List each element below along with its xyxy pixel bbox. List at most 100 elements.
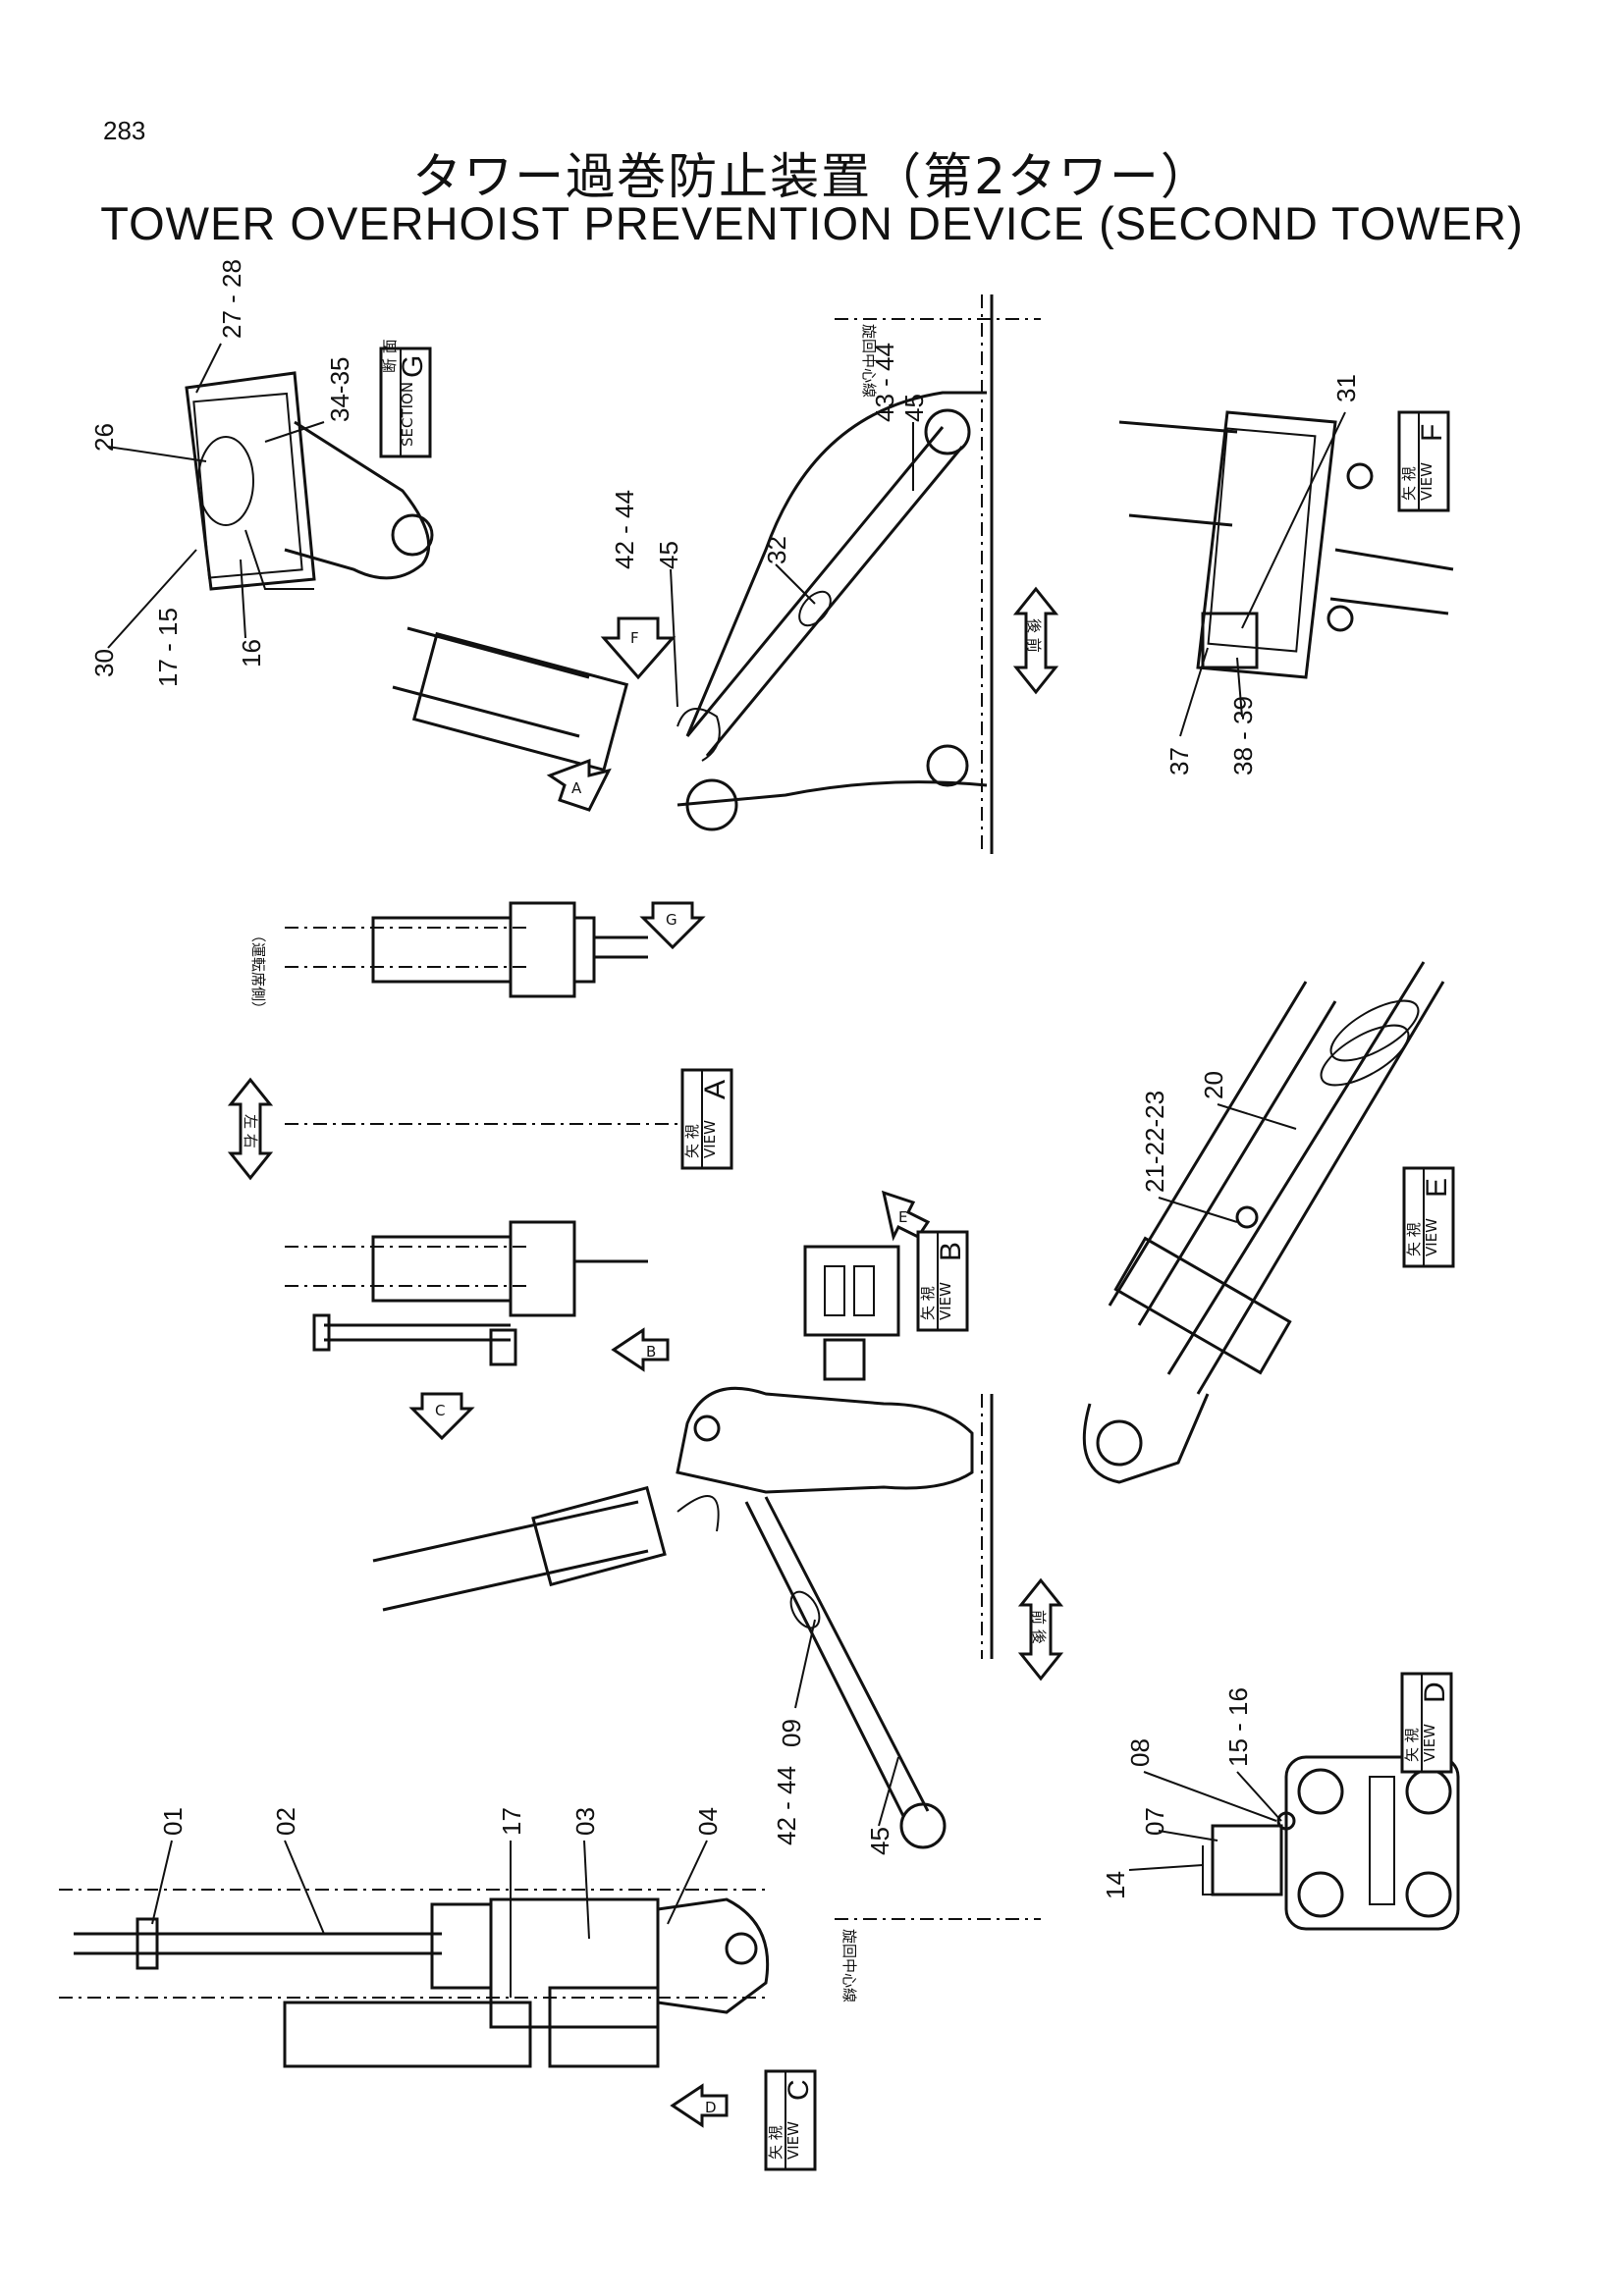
part-label-04: 04 (693, 1807, 723, 1836)
part-label-09: 09 (777, 1719, 806, 1747)
view-b-label: 矢 視 VIEW B (916, 1230, 969, 1332)
swing-center-top: 旋回中心線 (860, 324, 878, 398)
part-label-30: 30 (89, 649, 119, 677)
leader-45-bottom (878, 1756, 899, 1827)
view-f-prefix: 矢 視 (1400, 466, 1418, 501)
leader-27-28 (195, 343, 222, 394)
part-label-20: 20 (1199, 1071, 1228, 1099)
leader-09 (794, 1619, 816, 1709)
direction-arrow-front-rear-top: 後 前 (1012, 586, 1059, 695)
arrow-d: D (670, 2083, 729, 2128)
view-f-label: 矢 視 VIEW F (1397, 410, 1450, 512)
arrow-b: B (611, 1327, 670, 1372)
leader-01 (151, 1840, 173, 1925)
leader-38-39 (1236, 657, 1243, 718)
view-a-letter: A (699, 1080, 731, 1099)
operator-side-note: （運転席側） (249, 928, 267, 1016)
part-label-27-28: 27 - 28 (217, 259, 246, 339)
svg-text:前 後: 前 後 (1030, 1610, 1048, 1644)
view-b-drawing (803, 1245, 900, 1381)
svg-text:F: F (630, 629, 639, 647)
part-label-08: 08 (1125, 1738, 1155, 1767)
svg-text:旋回中心線: 旋回中心線 (860, 324, 878, 398)
part-label-43-44: 43 - 44 (870, 343, 899, 422)
part-label-01: 01 (158, 1807, 188, 1836)
page-title-japanese: タワー過巻防止装置（第2タワー） (412, 148, 1212, 205)
view-d-letter: D (1419, 1682, 1451, 1703)
view-d-sub: VIEW (1421, 1724, 1438, 1762)
leader-07 (1158, 1830, 1218, 1842)
leader-30 (107, 549, 197, 649)
section-g-drawing (185, 371, 434, 591)
part-label-38-39: 38 - 39 (1228, 696, 1258, 775)
svg-text:B: B (646, 1343, 656, 1361)
swing-center-bottom: 旋回中心線 (840, 1929, 858, 2002)
part-label-34-35: 34-35 (325, 357, 354, 423)
arrow-e: E (881, 1190, 931, 1242)
view-d-prefix: 矢 視 (1403, 1728, 1421, 1762)
svg-text:左 右: 左 右 (242, 1114, 259, 1148)
section-g-letter: G (397, 355, 429, 378)
view-c-label: 矢 視 VIEW C (764, 2069, 817, 2171)
part-label-31: 31 (1331, 374, 1361, 402)
middle-assembly-drawing (372, 1386, 994, 1849)
leader-42-45 (670, 568, 678, 708)
part-label-42-44-bottom: 42 - 44 (772, 1766, 801, 1845)
part-label-45-bottom: 45 (865, 1827, 894, 1855)
view-e-sub: VIEW (1423, 1218, 1440, 1256)
part-label-45-top2: 45 (654, 541, 683, 569)
part-label-16: 16 (237, 639, 266, 667)
leader-20 (1217, 1103, 1297, 1130)
leader-03 (583, 1840, 590, 1940)
part-label-14: 14 (1101, 1871, 1130, 1899)
view-a-sub: VIEW (701, 1120, 719, 1158)
section-g-sub: SECTION (399, 382, 416, 447)
view-a-label: 矢 視 VIEW A (680, 1068, 733, 1170)
part-label-42-44-top: 42 - 44 (610, 490, 639, 569)
direction-arrow-left-right: 左 右 (227, 1077, 274, 1181)
view-f-sub: VIEW (1418, 462, 1435, 501)
leader-34-35 (264, 421, 325, 443)
part-label-37: 37 (1164, 747, 1194, 775)
leader-14 (1128, 1864, 1204, 1871)
leader-16 (240, 559, 246, 639)
part-label-21-22-23: 21-22-23 (1140, 1091, 1169, 1193)
leader-21-23 (1158, 1197, 1238, 1223)
leader-26 (107, 446, 207, 462)
view-e-letter: E (1421, 1178, 1453, 1198)
svg-text:G: G (666, 911, 677, 929)
view-d-drawing (1202, 1755, 1460, 1931)
svg-text:D: D (705, 2099, 717, 2116)
part-label-17: 17 (497, 1807, 526, 1836)
view-e-drawing (1082, 961, 1445, 1484)
part-label-32: 32 (762, 536, 791, 564)
view-d-label: 矢 視 VIEW D (1400, 1672, 1453, 1774)
leader-02 (284, 1840, 325, 1935)
view-e-prefix: 矢 視 (1405, 1222, 1423, 1256)
arrow-f: F (600, 616, 677, 680)
part-label-17-15: 17 - 15 (153, 608, 183, 687)
arrow-g: G (639, 901, 706, 950)
page-number: 283 (103, 116, 146, 145)
arrow-a-top: A (546, 758, 612, 812)
part-label-03: 03 (570, 1807, 600, 1836)
part-label-15-16: 15 - 16 (1223, 1687, 1253, 1767)
leader-31 (1241, 411, 1346, 629)
leader-15-16 (1236, 1771, 1282, 1822)
view-a-upper-cylinder (285, 901, 648, 998)
view-c-prefix: 矢 視 (767, 2125, 785, 2160)
view-c-letter: C (783, 2079, 815, 2101)
leader-32 (775, 563, 816, 605)
arrow-c: C (408, 1392, 475, 1441)
page-title-english: TOWER OVERHOIST PREVENTION DEVICE (SECON… (100, 197, 1524, 249)
svg-text:C: C (435, 1402, 445, 1419)
section-g-prefix: 断 面 (381, 339, 399, 373)
view-b-sub: VIEW (937, 1282, 954, 1320)
part-label-02: 02 (271, 1807, 300, 1836)
top-assembly-drawing (392, 294, 1041, 854)
view-c-drawing (59, 1889, 770, 2068)
view-a-prefix: 矢 視 (683, 1124, 701, 1158)
view-e-label: 矢 視 VIEW E (1402, 1166, 1455, 1268)
view-b-letter: B (935, 1242, 967, 1261)
